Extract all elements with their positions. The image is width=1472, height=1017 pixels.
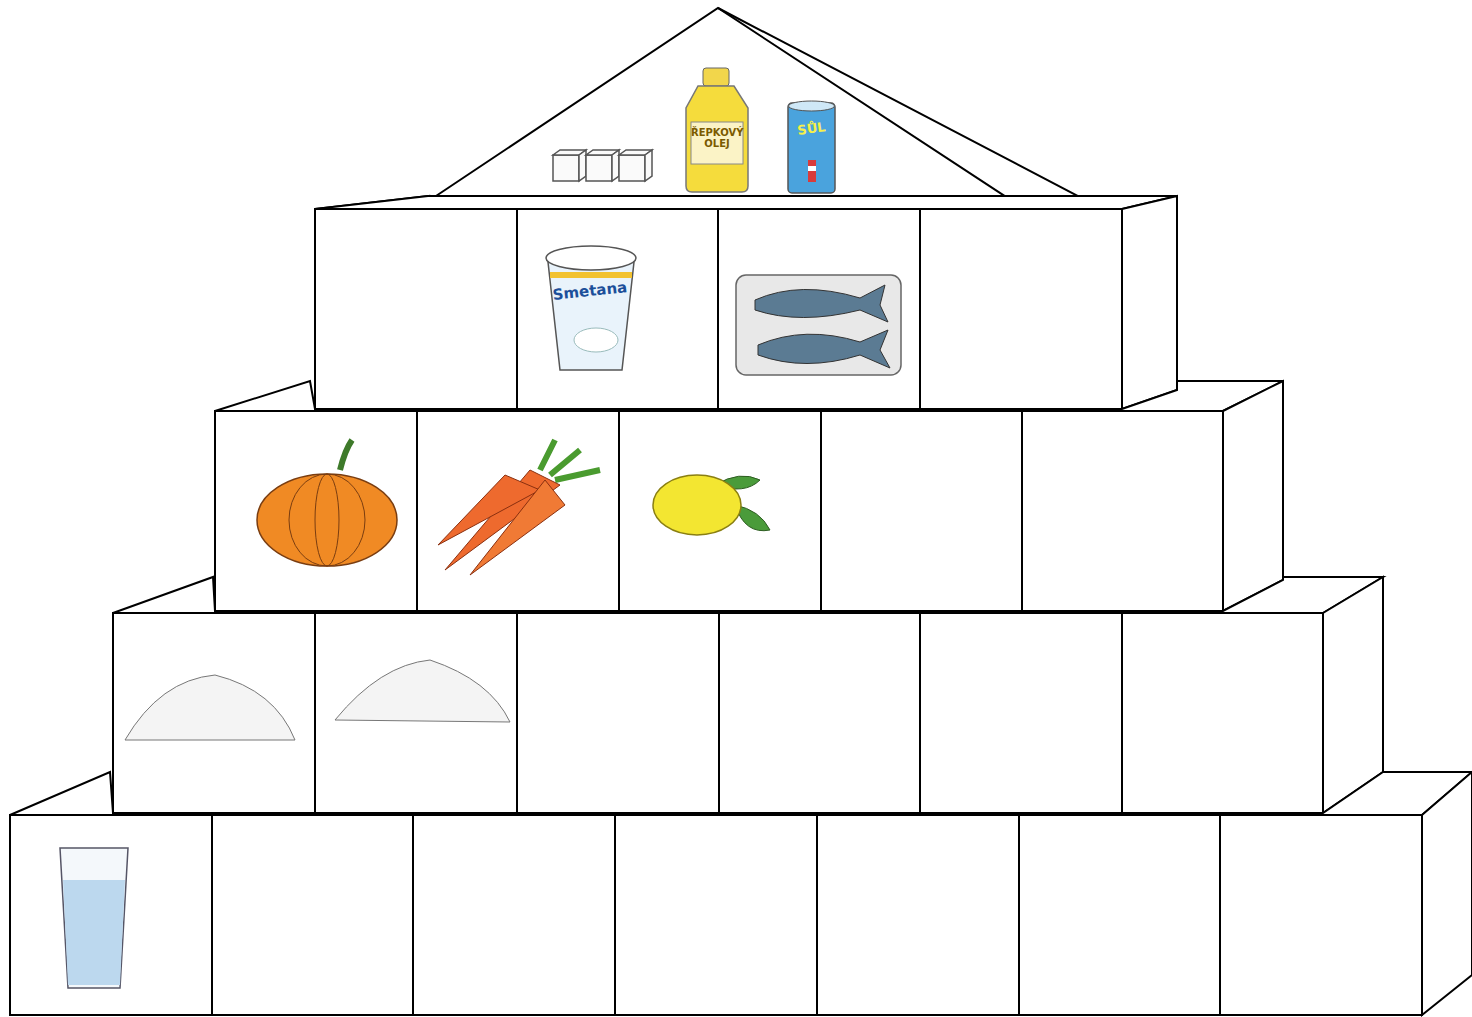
block-top — [315, 196, 1177, 209]
block-side — [1122, 196, 1177, 409]
pyramid-blocks — [10, 8, 1472, 1015]
fish-tray — [728, 248, 903, 403]
roof-edge — [718, 8, 1078, 208]
sugar-cubes — [553, 150, 652, 181]
sour-cream-cup — [546, 246, 636, 370]
block-top — [10, 772, 1472, 815]
block-top — [113, 577, 1383, 613]
oil-bottle — [686, 68, 748, 192]
water-glass — [60, 848, 128, 988]
block-row — [215, 411, 1223, 611]
carrots — [438, 440, 600, 575]
lemon — [653, 475, 770, 535]
salt-can — [788, 101, 835, 193]
block-side — [1223, 381, 1283, 611]
block-row — [10, 815, 1422, 1015]
roof — [418, 8, 1023, 208]
rice — [125, 660, 510, 740]
block-side — [1422, 772, 1472, 1015]
block-row — [113, 613, 1323, 813]
product-label: ŘEPKOVÝ OLEJ — [691, 128, 743, 149]
block-row — [315, 209, 1122, 409]
pumpkin — [257, 440, 397, 566]
